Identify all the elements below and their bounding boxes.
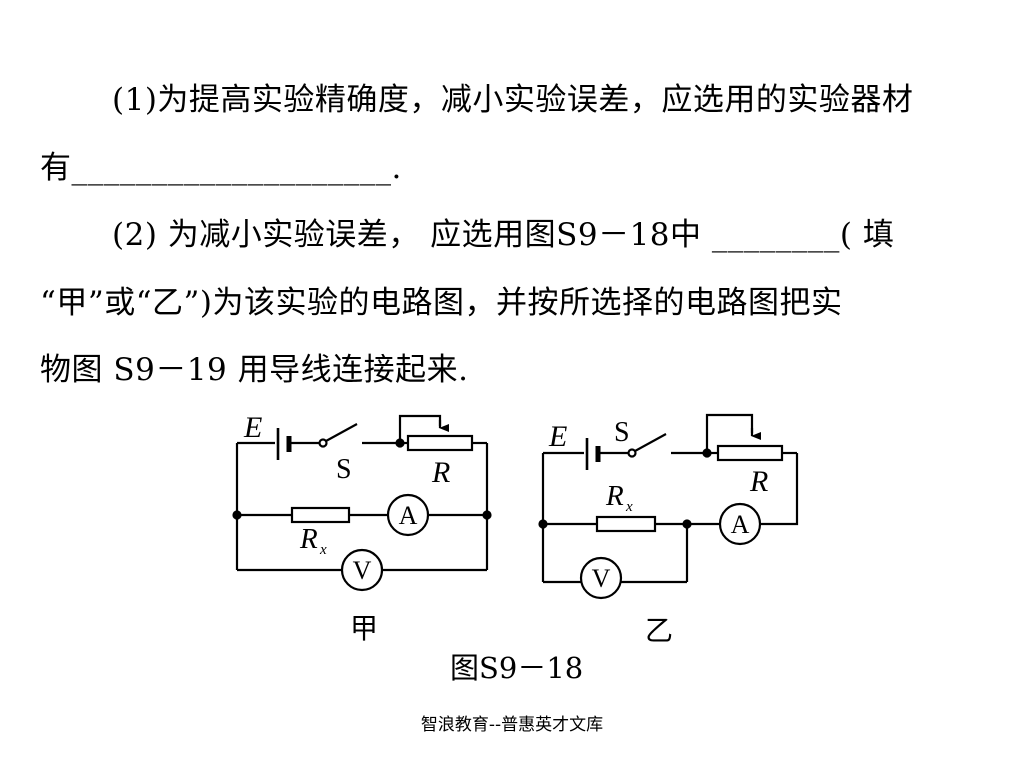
question-part2-line1: (2) 为减小实验误差， 应选用图S9－18中 ________( 填 bbox=[112, 217, 895, 253]
label-rx-jia: R bbox=[299, 523, 318, 555]
question-part1-line2: 有____________________. bbox=[40, 150, 402, 186]
label-r-yi: R bbox=[749, 465, 768, 498]
ammeter-label-yi: A bbox=[731, 510, 750, 539]
switch-yi bbox=[627, 433, 707, 458]
circuit-yi bbox=[538, 413, 799, 600]
question-part1-line1: (1)为提高实验精确度，减小实验误差，应选用的实验器材 bbox=[112, 82, 914, 118]
label-e-yi: E bbox=[548, 420, 567, 453]
switch-jia bbox=[318, 423, 400, 448]
label-rx-sub-yi: x bbox=[625, 499, 633, 515]
battery-jia bbox=[237, 428, 320, 460]
question-part2-line2: “甲”或“乙”)为该实验的电路图，并按所选择的电路图把实 bbox=[40, 285, 843, 321]
voltmeter-label-yi: V bbox=[592, 564, 611, 593]
figure-caption: 图S9－18 bbox=[450, 651, 584, 685]
circuit-label-yi: 乙 bbox=[645, 614, 673, 647]
circuit-label-jia: 甲 bbox=[350, 612, 378, 645]
battery-yi bbox=[543, 438, 629, 470]
label-r-jia: R bbox=[431, 456, 450, 489]
rheostat-jia bbox=[395, 414, 487, 452]
label-e-jia: E bbox=[243, 411, 262, 444]
label-s-yi: S bbox=[614, 417, 630, 448]
footer-text: 智浪教育--普惠英才文库 bbox=[420, 715, 604, 735]
ammeter-label-jia: A bbox=[399, 501, 418, 530]
branch-rx-ammeter-jia bbox=[232, 493, 492, 537]
label-s-jia: S bbox=[336, 454, 352, 485]
rheostat-yi bbox=[702, 413, 797, 462]
branch-voltmeter-yi bbox=[543, 524, 689, 600]
branch-rx-ammeter-yi bbox=[538, 502, 762, 546]
circuit-jia bbox=[232, 414, 492, 592]
branch-voltmeter-jia bbox=[237, 548, 487, 592]
label-rx-sub-jia: x bbox=[319, 542, 327, 558]
question-part2-line3: 物图 S9－19 用导线连接起来. bbox=[40, 352, 469, 388]
label-rx-yi: R bbox=[605, 480, 624, 512]
voltmeter-label-jia: V bbox=[353, 556, 372, 585]
